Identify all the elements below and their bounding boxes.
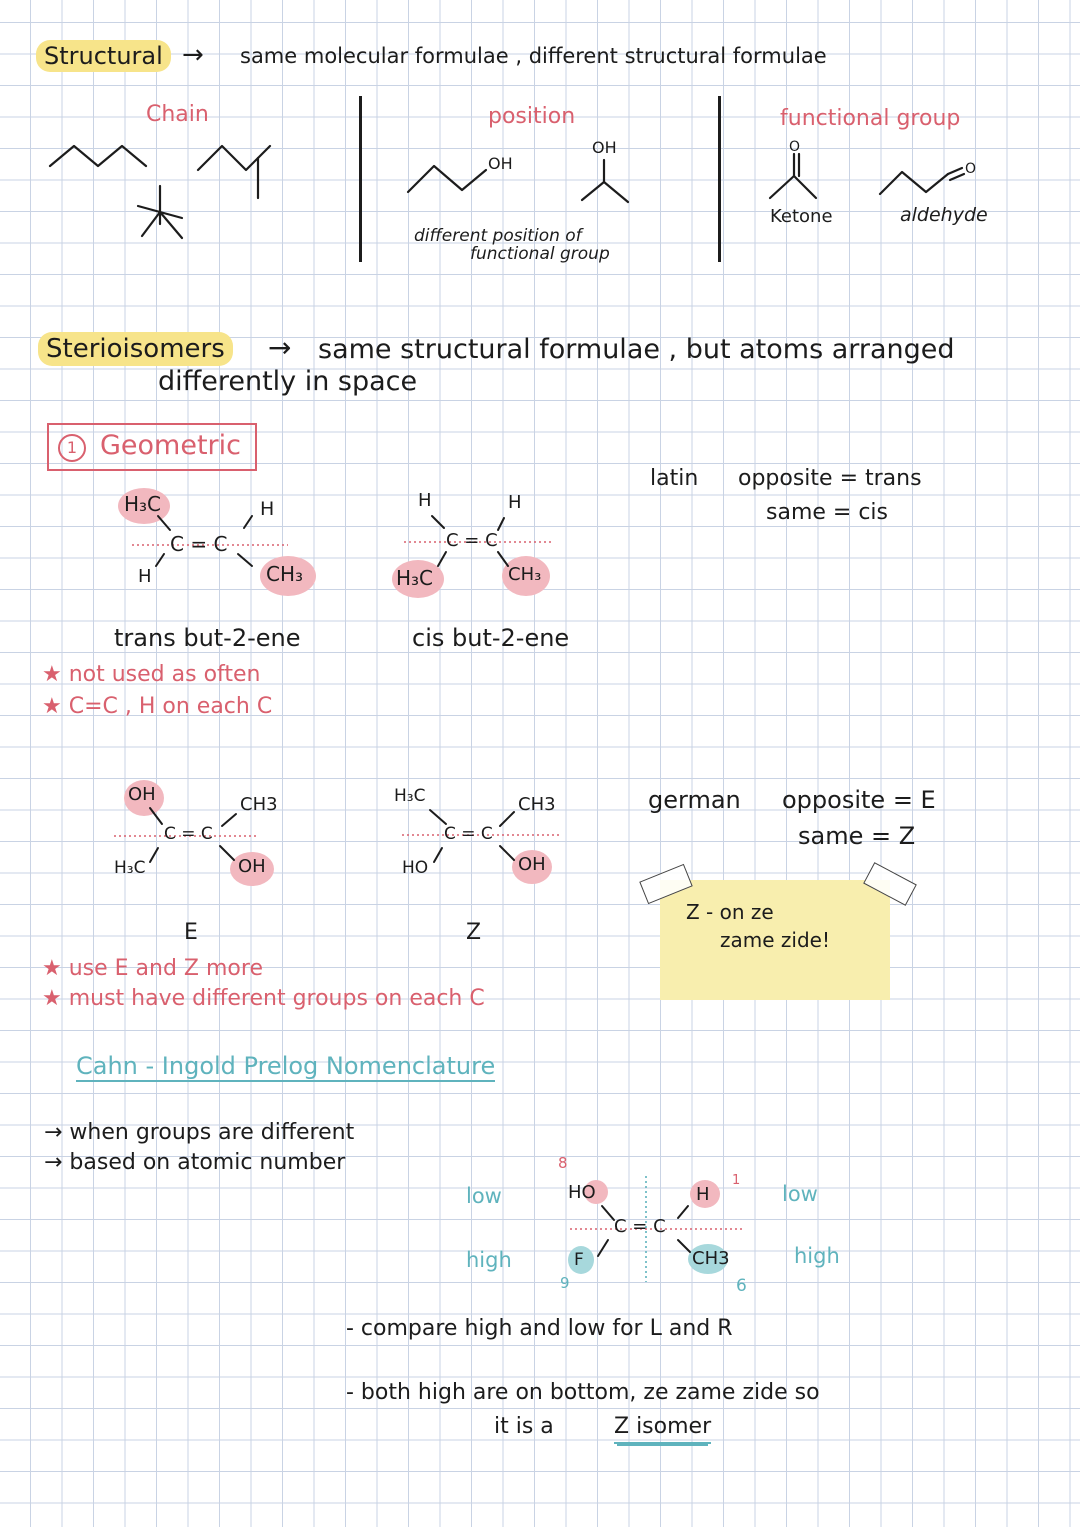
structural-definition: same molecular formulae , different stru… xyxy=(240,44,827,68)
substituent-bottom-right: CH3 xyxy=(692,1248,730,1269)
stereo-definition: differently in space xyxy=(158,366,418,397)
atomic-number: 8 xyxy=(558,1154,568,1172)
substituent-top-right: H xyxy=(508,492,522,513)
aldehyde-label: aldehyde xyxy=(900,204,988,226)
arrow-icon: → xyxy=(268,331,292,364)
priority-high-label: high xyxy=(794,1244,840,1268)
group-highlight xyxy=(124,780,164,816)
substituent-bottom-left: F xyxy=(574,1250,584,1270)
substituent-bottom-left: H₃C xyxy=(396,566,434,590)
divider-left xyxy=(359,96,362,262)
atomic-number: 6 xyxy=(736,1276,747,1296)
ketone-label: Ketone xyxy=(770,206,833,227)
latin-label: latin xyxy=(650,466,699,491)
substituent-bottom-left: H₃C xyxy=(114,858,146,878)
pentane-skeleton xyxy=(48,144,148,168)
substituent-top-right: CH3 xyxy=(240,794,278,815)
note-star: ★ not used as often xyxy=(42,662,261,687)
sticky-note-text: zame zide! xyxy=(720,928,830,952)
chain-label: Chain xyxy=(146,102,209,127)
cip-heading: Cahn - Ingold Prelog Nomenclature xyxy=(76,1052,496,1082)
stereo-definition: same structural formulae , but atoms arr… xyxy=(318,334,955,365)
position-label: position xyxy=(488,104,576,129)
oh-label: OH xyxy=(592,138,617,157)
substituent-bottom-left: H xyxy=(138,566,152,587)
priority-low-label: low xyxy=(466,1184,502,1208)
cip-point: → based on atomic number xyxy=(44,1150,346,1175)
note-star: ★ use E and Z more xyxy=(42,956,263,981)
cis-isomer-name: cis but-2-ene xyxy=(412,624,570,652)
cip-explanation: it is a xyxy=(494,1414,554,1439)
substituent-top-left: HO xyxy=(568,1182,596,1203)
german-same-rule: same = Z xyxy=(798,822,916,850)
cip-point: → when groups are different xyxy=(44,1120,355,1145)
substituent-top-left: H₃C xyxy=(124,492,162,516)
cip-result: Z isomer xyxy=(614,1416,712,1444)
double-bond: C = C xyxy=(164,824,213,844)
propan-1-ol-skeleton xyxy=(406,164,488,194)
double-bond: C = C xyxy=(446,530,498,551)
substituent-top-right: CH3 xyxy=(518,794,556,815)
oxygen-label: O xyxy=(789,139,801,155)
atomic-number: 9 xyxy=(560,1274,570,1292)
divider-right xyxy=(718,96,721,262)
note-star: ★ must have different groups on each C xyxy=(42,986,485,1011)
sticky-note-text: Z - on ze xyxy=(686,900,774,924)
step-number-badge: 1 xyxy=(58,434,86,462)
group-highlight xyxy=(118,488,170,524)
group-highlight xyxy=(260,556,316,596)
atomic-number: 1 xyxy=(732,1173,741,1188)
e-isomer-label: E xyxy=(184,920,198,945)
substituent-bottom-right: CH₃ xyxy=(508,564,542,585)
group-highlight xyxy=(568,1246,594,1274)
group-highlight xyxy=(230,852,274,886)
substituent-top-left: OH xyxy=(128,784,156,805)
german-label: german xyxy=(648,786,741,814)
geometric-heading: Geometric xyxy=(100,430,241,461)
substituent-top-left: H xyxy=(418,490,432,511)
group-highlight xyxy=(688,1244,728,1274)
german-opposite-rule: opposite = E xyxy=(782,786,936,814)
position-note: functional group xyxy=(470,244,610,264)
geometric-heading-box xyxy=(47,423,257,471)
double-bond: C = C xyxy=(614,1216,666,1237)
substituent-bottom-right: OH xyxy=(518,854,546,875)
z-isomer-label: Z xyxy=(466,920,482,945)
cip-explanation: - compare high and low for L and R xyxy=(346,1316,733,1341)
note-star: ★ C=C , H on each C xyxy=(42,694,273,719)
substituent-top-right: H xyxy=(260,498,275,520)
cip-explanation: - both high are on bottom, ze zame zide … xyxy=(346,1380,820,1405)
functional-group-label: functional group xyxy=(780,106,961,131)
stereo-heading: Sterioisomers xyxy=(38,332,233,366)
position-note: different position of xyxy=(414,226,582,246)
substituent-top-left: H₃C xyxy=(394,786,426,806)
oxygen-label: O xyxy=(965,161,977,177)
group-highlight xyxy=(512,850,552,884)
structural-heading: Structural xyxy=(36,40,171,72)
group-highlight xyxy=(392,560,444,598)
group-highlight xyxy=(690,1180,720,1208)
group-highlight xyxy=(584,1180,608,1204)
sticky-note xyxy=(660,880,890,1000)
substituent-bottom-right: OH xyxy=(238,856,266,877)
trans-isomer-name: trans but-2-ene xyxy=(114,624,301,652)
oh-label: OH xyxy=(488,154,513,173)
double-bond: C = C xyxy=(170,532,228,556)
arrow-icon: → xyxy=(182,40,204,70)
latin-same-rule: same = cis xyxy=(766,500,888,525)
double-bond: C = C xyxy=(444,824,493,844)
priority-high-label: high xyxy=(466,1248,512,1272)
aldehyde-skeleton xyxy=(878,170,950,196)
latin-opposite-rule: opposite = trans xyxy=(738,466,922,491)
substituent-top-right: H xyxy=(696,1184,710,1205)
priority-low-label: low xyxy=(782,1182,818,1206)
substituent-bottom-left: HO xyxy=(402,858,429,878)
substituent-bottom-right: CH₃ xyxy=(266,562,304,586)
group-highlight xyxy=(502,556,550,596)
